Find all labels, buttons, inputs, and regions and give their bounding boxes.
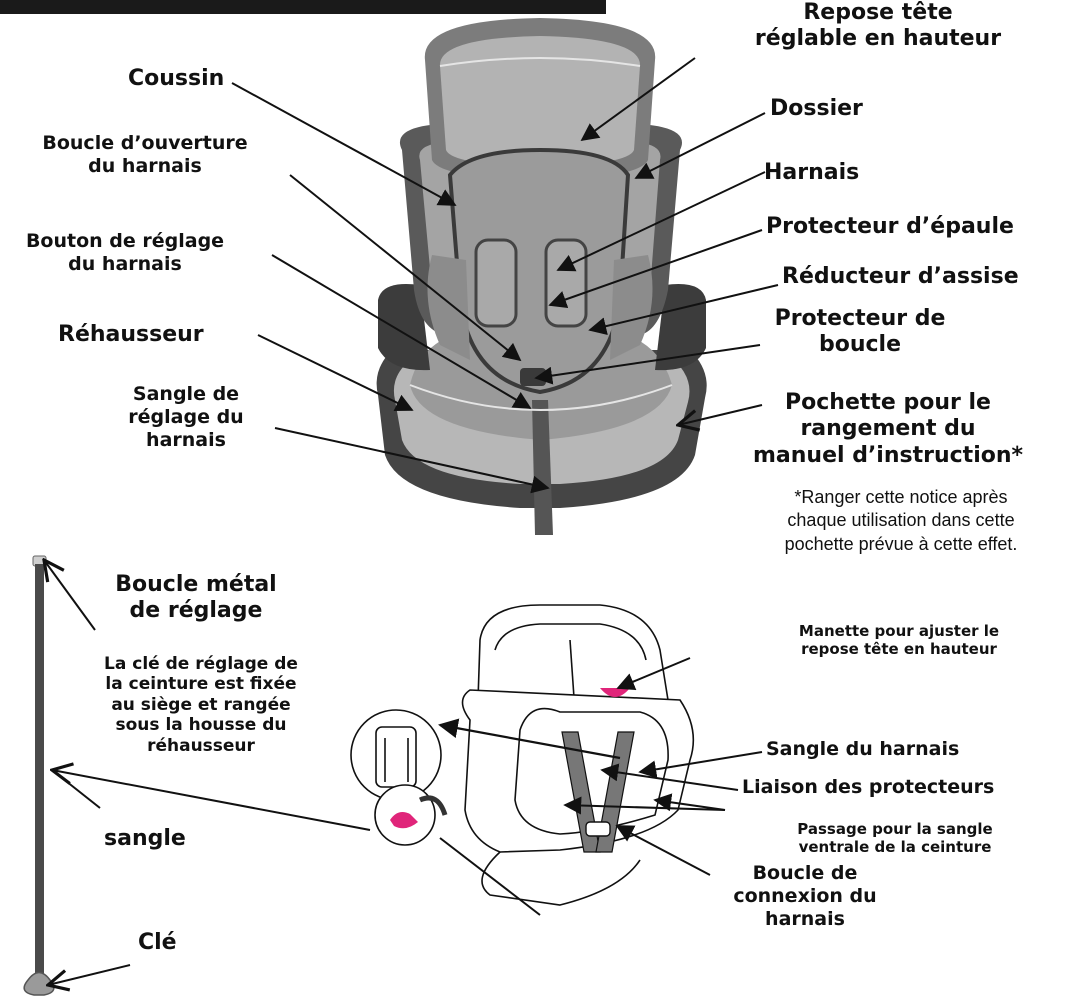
label-rehausseur: Réhausseur [58,322,204,347]
belt-strap-illustration [23,555,55,996]
label-storage-note: *Ranger cette notice après chaque utilis… [784,487,1018,554]
label-pochette: Pochette pour le rangement du manuel d’i… [752,390,1024,468]
label-reducteur-assise: Réducteur d’assise [782,264,1019,289]
label-sangle: sangle [104,826,186,851]
label-manette: Manette pour ajuster le repose tête en h… [798,622,1000,658]
label-sangle-reglage: Sangle de réglage du harnais [128,383,244,451]
key-icon [390,812,418,829]
label-protecteur-epaule: Protecteur d’épaule [766,214,1014,239]
label-cle: Clé [138,930,177,955]
key-strap-icon [418,795,448,816]
headrest-handle-icon [600,688,630,697]
label-repose-tete: Repose tête réglable en hauteur [754,0,1002,52]
label-boucle-ouverture: Boucle d’ouverture du harnais [42,132,248,177]
leader-lines [44,57,779,985]
label-liaison: Liaison des protecteurs [742,776,995,798]
label-boucle-connexion: Boucle de connexion du harnais [733,862,877,930]
label-protecteur-boucle: Protecteur de boucle [774,306,946,358]
label-sangle-harnais: Sangle du harnais [766,738,960,760]
line-art-harness [561,731,635,853]
label-passage: Passage pour la sangle ventrale de la ce… [797,820,993,856]
label-dossier: Dossier [770,96,863,121]
label-cle-info: La clé de réglage de la ceinture est fix… [104,654,298,756]
top-header-bar [0,0,606,14]
label-harnais: Harnais [764,160,860,185]
label-bouton-reglage: Bouton de réglage du harnais [25,230,225,275]
line-art-seat [350,604,695,906]
car-seat-photo [376,18,707,535]
label-coussin: Coussin [128,66,225,91]
label-boucle-metal: Boucle métal de réglage [115,572,277,624]
